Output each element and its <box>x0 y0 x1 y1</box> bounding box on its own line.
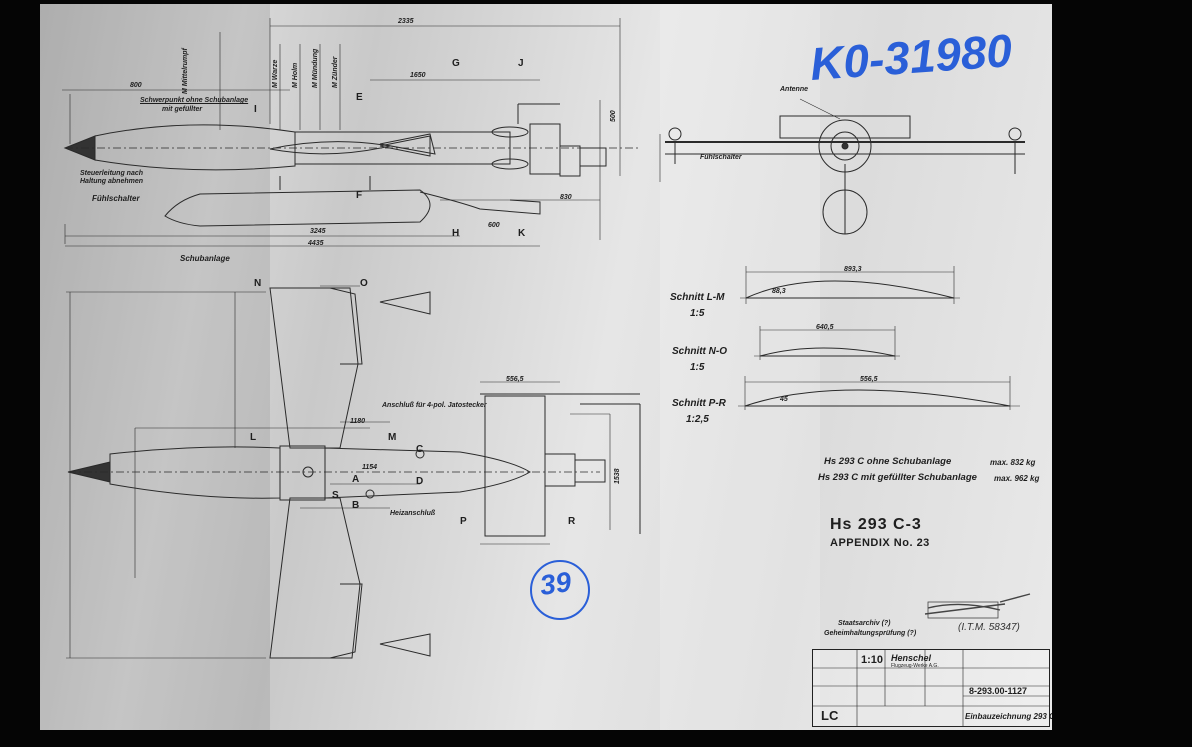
weight-value-1: max. 832 kg <box>990 458 1036 467</box>
dim-800: 800 <box>130 82 142 89</box>
signature-note: (I.T.M. 58347) <box>958 622 1020 633</box>
technical-drawing <box>40 4 1031 730</box>
letter-k: K <box>518 228 526 239</box>
dim-1180: 1180 <box>350 418 366 425</box>
label-muendung: M Mündung <box>312 48 319 88</box>
label-antenne: Antenne <box>780 86 808 93</box>
office-line-2: Geheimhaltungsprüfung (?) <box>824 630 917 637</box>
letter-g: G <box>452 58 460 69</box>
section-pr-span: 556,5 <box>860 376 878 383</box>
dim-3245: 3245 <box>310 228 326 235</box>
label-fuehlschalter: Fühlschalter <box>92 194 140 203</box>
letter-o: O <box>360 278 368 289</box>
weight-label-1: Hs 293 C ohne Schubanlage <box>824 456 952 467</box>
section-lm-span: 893,3 <box>844 266 862 273</box>
page-stamp-ring <box>530 560 590 620</box>
section-pr-depth: 45 <box>780 396 788 403</box>
office-line-1: Staatsarchiv (?) <box>838 620 891 627</box>
label-anschluss: Anschluß für 4-pol. Jatostecker <box>382 402 487 409</box>
letter-l: L <box>250 432 257 443</box>
tb-mark: LC <box>821 708 839 723</box>
tb-company-2: Flugzeug-Werke A.G. <box>891 663 939 669</box>
label-steuerleitung-2: Haltung abnehmen <box>80 178 144 185</box>
section-lm-name: Schnitt L-M <box>670 292 725 303</box>
label-zuender: M Zünder <box>332 56 339 89</box>
tb-scale: 1:10 <box>861 654 884 666</box>
letter-p: P <box>460 516 467 527</box>
tb-company-1: Henschel <box>891 653 932 663</box>
page-stamp: 39 <box>537 565 574 602</box>
plan-view <box>66 285 641 659</box>
section-pr-name: Schnitt P-R <box>672 398 726 409</box>
dim-600: 600 <box>488 222 500 229</box>
label-schubanlage: Schubanlage <box>180 254 230 263</box>
dim-556: 556,5 <box>506 376 524 383</box>
letter-d: D <box>416 476 424 487</box>
label-heizanschluss: Heizanschluß <box>390 510 436 517</box>
letter-j: J <box>518 58 524 69</box>
letter-m: M <box>388 432 397 443</box>
letter-h: H <box>452 228 460 239</box>
section-no-name: Schnitt N-O <box>672 346 727 357</box>
section-pr-scale: 1:2,5 <box>686 414 709 425</box>
front-view <box>659 98 1025 235</box>
tb-drawing-title: Einbauzeichnung 293 C III <box>965 712 1052 721</box>
label-holm: M Holm <box>292 62 299 88</box>
label-fuehlschalter-front: Fühlschalter <box>700 154 742 161</box>
signature-scribble <box>924 593 1031 615</box>
side-view <box>62 18 640 247</box>
dim-830: 830 <box>560 194 572 201</box>
dim-4435: 4435 <box>308 240 324 247</box>
dim-1538: 1538 <box>614 468 621 484</box>
letter-i: I <box>254 104 257 115</box>
section-lm-scale: 1:5 <box>690 308 705 319</box>
letter-a: A <box>352 474 360 485</box>
dim-1650: 1650 <box>410 72 426 79</box>
letter-r: R <box>568 516 576 527</box>
dim-overall: 2335 <box>398 18 414 25</box>
letter-n: N <box>254 278 262 289</box>
weight-value-2: max. 962 kg <box>994 474 1040 483</box>
title-block: 1:10 Henschel Flugzeug-Werke A.G. 8-293.… <box>812 649 1052 727</box>
dim-1154: 1154 <box>362 464 378 471</box>
label-schwerpunkt-2: mit gefüllter <box>162 106 203 113</box>
drawing-sheet: K0-31980 39 M Mittelrumpf M Warze M Holm… <box>40 4 1052 730</box>
section-no-scale: 1:5 <box>690 362 705 373</box>
label-schwerpunkt-1: Schwerpunkt ohne Schubanlage <box>140 97 249 104</box>
title-block-grid <box>813 650 1049 726</box>
weight-label-2: Hs 293 C mit gefüllter Schubanlage <box>818 472 977 483</box>
letter-e: E <box>356 92 363 103</box>
drawing-title: Hs 293 C-3 <box>830 516 922 533</box>
appendix-label: APPENDIX No. 23 <box>830 537 930 549</box>
letter-s: S <box>332 490 339 501</box>
label-steuerleitung-1: Steuerleitung nach <box>80 170 144 177</box>
letter-c: C <box>416 444 424 455</box>
section-no-span: 640,5 <box>816 324 834 331</box>
section-lm-depth: 88,3 <box>772 288 786 295</box>
letter-b: B <box>352 500 360 511</box>
section-profiles <box>738 266 1020 410</box>
label-warze: M Warze <box>272 59 279 88</box>
tb-drawing-number: 8-293.00-1127 <box>969 686 1028 696</box>
dim-500: 500 <box>610 110 617 122</box>
label-mittelrumpf: M Mittelrumpf <box>182 48 189 94</box>
letter-f: F <box>356 190 363 201</box>
